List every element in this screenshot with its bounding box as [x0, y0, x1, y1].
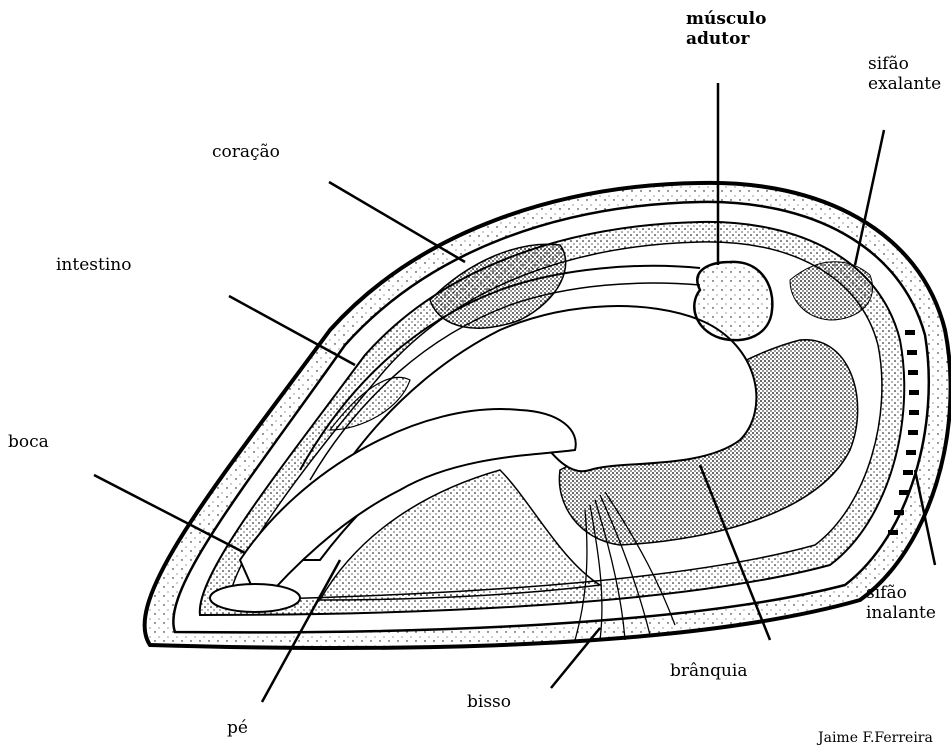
label-musculo-adutor: músculo adutor — [686, 10, 746, 49]
label-sifao-inalante-line2: inalante — [866, 604, 936, 624]
label-bisso: bisso — [467, 693, 511, 713]
anterior-end — [210, 584, 300, 612]
label-branquia: brânquia — [670, 662, 748, 682]
label-intestino: intestino — [56, 256, 131, 276]
label-sifao-inalante: sifão inalante — [866, 584, 936, 623]
adductor-muscle — [694, 262, 772, 340]
label-coracao: coração — [212, 143, 280, 163]
label-adutor-line2: adutor — [686, 30, 746, 50]
label-boca: boca — [8, 433, 49, 453]
label-sifao-exalante: sifão exalante — [868, 55, 941, 94]
author-credit: Jaime F.Ferreira — [818, 730, 933, 746]
label-sifao-exalante-line1: sifão — [868, 55, 941, 75]
label-pe: pé — [227, 719, 248, 739]
label-musculo-line1: músculo — [686, 10, 746, 30]
label-sifao-exalante-line2: exalante — [868, 75, 941, 95]
label-sifao-inalante-line1: sifão — [866, 584, 936, 604]
